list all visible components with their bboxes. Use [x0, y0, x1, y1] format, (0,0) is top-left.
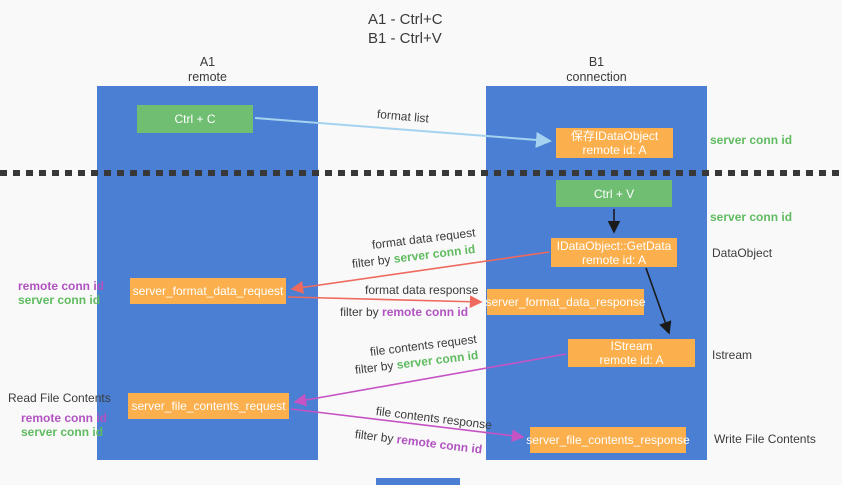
server-format-data-request-box: server_format_data_request: [130, 278, 286, 304]
filter-remote-conn-id-2: remote conn id: [395, 432, 483, 457]
server-file-contents-request-label: server_file_contents_request: [131, 399, 286, 413]
ctrl-c-box: Ctrl + C: [137, 105, 253, 133]
filter-by-text-3: filter by: [354, 358, 395, 377]
remote-conn-id-label-bottom: remote conn id: [21, 411, 108, 425]
write-file-contents-label: Write File Contents: [714, 432, 816, 446]
server-conn-id-label-top: server conn id: [710, 133, 793, 147]
column-a1-subtitle: remote: [188, 70, 227, 84]
diagram-title: A1 - Ctrl+C B1 - Ctrl+V: [368, 10, 443, 48]
file-contents-response-label: file contents response: [375, 404, 493, 433]
getdata-line1: IDataObject::GetData: [556, 238, 672, 253]
read-file-contents-label: Read File Contents: [8, 391, 111, 405]
getdata-line2: remote id: A: [581, 252, 647, 267]
server-format-data-response-box: server_format_data_response: [485, 289, 646, 315]
server-file-contents-response-box: server_file_contents_response: [526, 427, 690, 453]
title-line-1: A1 - Ctrl+C: [368, 11, 443, 28]
filter-remote-conn-id-1: remote conn id: [382, 305, 469, 319]
server-file-contents-response-label: server_file_contents_response: [526, 433, 690, 447]
save-dataobject-line2: remote id: A: [582, 143, 647, 157]
dotted-divider-line: [0, 170, 842, 176]
server-file-contents-request-box: server_file_contents_request: [128, 393, 289, 419]
istream-box: IStream remote id: A: [568, 339, 695, 367]
filter-by-remote-conn-id-label-1: filter by remote conn id: [340, 305, 468, 319]
column-header-b1: B1 connection: [486, 55, 707, 85]
save-dataobject-line1: 保存IDataObject: [570, 129, 659, 143]
column-b1-name: B1: [588, 55, 605, 69]
server-conn-id-label-left-mid: server conn id: [18, 293, 101, 307]
ctrl-v-label: Ctrl + V: [593, 186, 635, 201]
dataobject-label: DataObject: [712, 246, 773, 260]
server-conn-id-label-left-bottom: server conn id: [21, 425, 104, 439]
column-header-a1: A1 remote: [97, 55, 318, 85]
ctrl-c-label: Ctrl + C: [174, 112, 216, 126]
filter-by-text-1: filter by: [351, 252, 392, 271]
remote-conn-id-label-mid: remote conn id: [18, 279, 105, 293]
server-format-data-response-label: server_format_data_response: [485, 295, 646, 309]
format-data-response-label: format data response: [365, 283, 479, 297]
filter-by-text-2: filter by: [340, 305, 379, 319]
server-conn-id-label-mid: server conn id: [710, 210, 793, 224]
column-a1-name: A1: [199, 55, 216, 69]
bottom-blue-bar: [376, 478, 460, 485]
save-dataobject-box: 保存IDataObject remote id: A: [556, 128, 673, 158]
format-list-label: format list: [376, 107, 430, 126]
ctrl-v-box: Ctrl + V: [556, 180, 672, 207]
istream-line2: remote id: A: [599, 353, 664, 367]
getdata-box: IDataObject::GetData remote id: A: [551, 238, 677, 267]
column-b1-subtitle: connection: [566, 70, 627, 84]
title-line-2: B1 - Ctrl+V: [368, 30, 442, 47]
istream-line1: IStream: [610, 339, 653, 353]
istream-side-label: Istream: [712, 348, 753, 362]
server-format-data-request-label: server_format_data_request: [132, 284, 284, 298]
filter-by-remote-conn-id-label-2: filter by remote conn id: [354, 427, 483, 457]
filter-by-text-4: filter by: [354, 427, 395, 446]
